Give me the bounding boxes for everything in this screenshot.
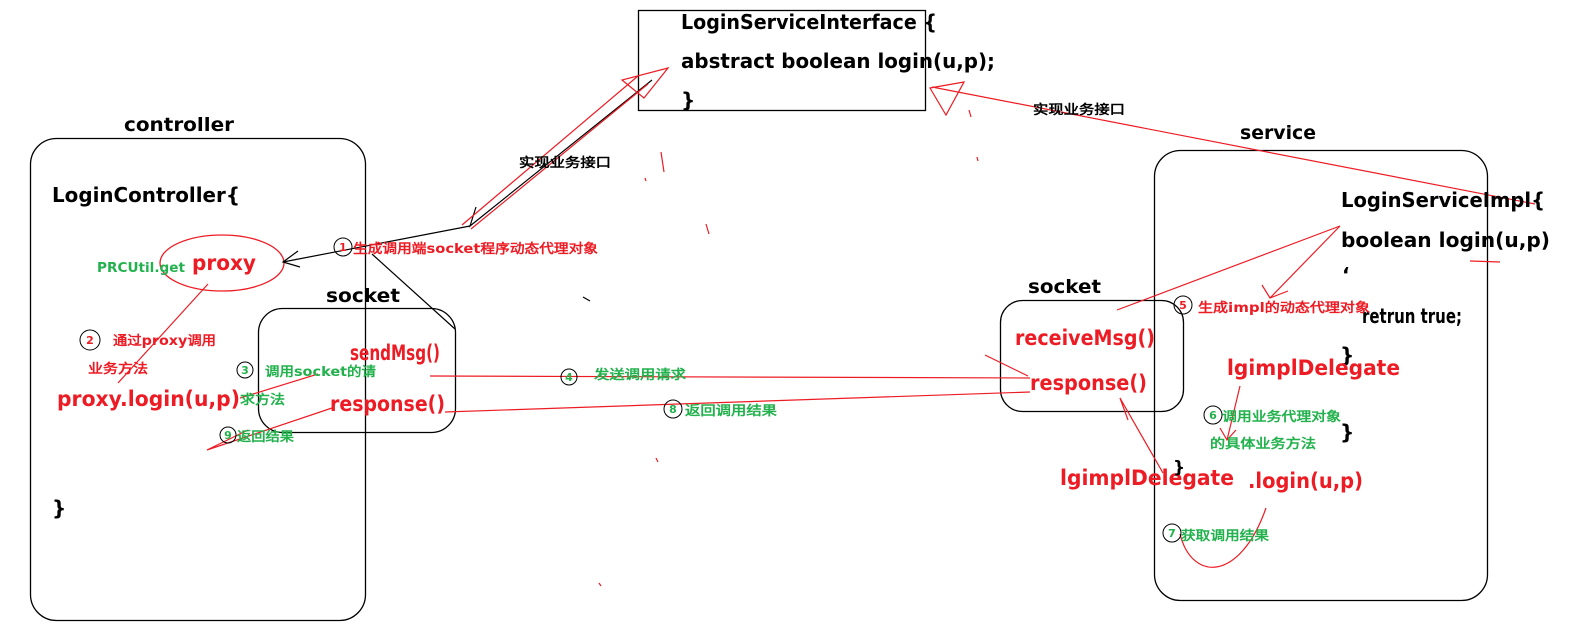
delegate-login-call: .login(u,p) [1248, 469, 1363, 493]
step-9-number: 9 [224, 429, 232, 442]
controller-label: controller [124, 114, 235, 136]
implements-right-label: 实现业务接口 [1033, 102, 1125, 118]
impl-to-receive-line [1116, 225, 1341, 311]
step-4-number: 4 [565, 371, 573, 384]
server-response: response() [1030, 371, 1147, 395]
step-2: 2 通过proxy调用 业务方法 [79, 329, 216, 377]
interface-close-brace: } [681, 88, 695, 112]
step-3: 3 调用socket的请 求方法 [236, 361, 376, 408]
send-request-line [429, 354, 1031, 379]
step-5-number: 5 [1179, 299, 1187, 312]
step-6: 6 调用业务代理对象 的具体业务方法 [1203, 405, 1341, 452]
step-9: 9 返回结果 [219, 426, 294, 445]
interface-box [637, 9, 927, 112]
delegate-lower: lgimplDelegate [1060, 466, 1234, 490]
step-1-circle [333, 237, 353, 257]
service-box [1153, 149, 1489, 602]
step-3-circle [236, 361, 254, 379]
interface-title: LoginServiceInterface { [681, 10, 937, 34]
call-to-send-line [239, 373, 319, 399]
step-3-text-line2: 求方法 [240, 392, 285, 408]
server-receive-msg: receiveMsg() [1015, 326, 1155, 350]
step-2-text-line2: 业务方法 [88, 361, 148, 377]
step-8-number: 8 [669, 403, 677, 416]
response-fetch-arrow [1119, 397, 1164, 474]
step-8: 8 返回调用结果 [663, 399, 777, 419]
stray-black-dash [582, 296, 591, 302]
controller-class-close: } [52, 496, 66, 520]
step-1-number: 1 [339, 241, 347, 254]
proxy-call: proxy.login(u,p) [57, 387, 240, 411]
proxy-creation-arrow [281, 225, 471, 268]
service-impl-close: } [1340, 420, 1354, 444]
client-socket-box [257, 307, 457, 434]
step-4-text: 发送调用请求 [593, 367, 687, 383]
controller-class-open: LoginController{ [52, 183, 240, 207]
service-stray-mark: ‘ [1342, 263, 1350, 287]
client-socket-label: socket [326, 285, 400, 307]
server-socket-box [999, 299, 1185, 413]
step-1: 1 生成调用端socket程序动态代理对象 [333, 237, 598, 257]
step-3-number: 3 [241, 364, 249, 377]
step-8-text: 返回调用结果 [685, 403, 777, 419]
step-5-text: 生成impl的动态代理对象 [1198, 300, 1370, 316]
proxy-to-call-line [117, 283, 209, 384]
step-6-text-line2: 的具体业务方法 [1210, 436, 1316, 452]
step-5-circle [1173, 295, 1193, 315]
rpc-util-label: PRCUtil.get [97, 261, 185, 276]
result-return-curve [1179, 507, 1267, 568]
step-2-circle [79, 329, 101, 351]
interface-method: abstract boolean login(u,p); [681, 49, 995, 73]
step-7-text: 获取调用结果 [1181, 528, 1269, 544]
return-to-call-arrow [206, 407, 333, 451]
client-send-msg: sendMsg() [350, 341, 440, 365]
service-inner-brace: } [1173, 458, 1185, 478]
step-6-circle [1203, 405, 1223, 425]
implements-right-line [931, 86, 1536, 205]
implements-left-label: 实现业务接口 [519, 155, 611, 171]
proxy-ellipse [159, 234, 285, 292]
step-7-number: 7 [1168, 527, 1176, 540]
service-impl-open: LoginServiceImpl{ [1341, 188, 1545, 212]
service-method: boolean login(u,p) [1341, 228, 1550, 252]
controller-box [29, 137, 367, 622]
step-6-text-line1: 调用业务代理对象 [1222, 409, 1341, 425]
step-2-text-line1: 通过proxy调用 [113, 333, 216, 349]
implements-right-arrowhead [929, 81, 966, 117]
return-result-line [444, 391, 1031, 413]
stray-red-dashes [598, 109, 979, 587]
service-method-close: } [1340, 343, 1354, 367]
step-2-number: 2 [86, 334, 94, 347]
step-5: 5 生成impl的动态代理对象 [1173, 295, 1370, 316]
implements-left-arrowhead [620, 66, 670, 99]
socket-link-line [371, 253, 456, 330]
step-3-text-line1: 调用socket的请 [265, 364, 376, 380]
delegate-upper: lgimplDelegate [1227, 356, 1400, 380]
step-7: 7 获取调用结果 [1162, 523, 1269, 544]
client-response: response() [330, 392, 445, 416]
implements-left-line [461, 75, 649, 230]
server-socket-label: socket [1028, 276, 1101, 298]
login-underline-mark [1469, 260, 1501, 263]
step-1-text: 生成调用端socket程序动态代理对象 [353, 241, 598, 257]
delegate-call-arrow [1219, 385, 1241, 442]
step-9-circle [219, 426, 237, 444]
service-label: service [1240, 122, 1316, 144]
step-6-number: 6 [1209, 409, 1217, 422]
step-8-circle [663, 399, 683, 419]
service-return: retrun true; [1362, 304, 1462, 328]
step-7-circle [1162, 523, 1182, 543]
proxy-label: proxy [192, 251, 256, 275]
impl-to-proxy-arrow [1261, 225, 1341, 299]
interface-link-line [468, 79, 653, 228]
step-9-text: 返回结果 [237, 429, 294, 445]
step-4-circle [560, 368, 578, 386]
step-4: 4 发送调用请求 [560, 367, 687, 386]
